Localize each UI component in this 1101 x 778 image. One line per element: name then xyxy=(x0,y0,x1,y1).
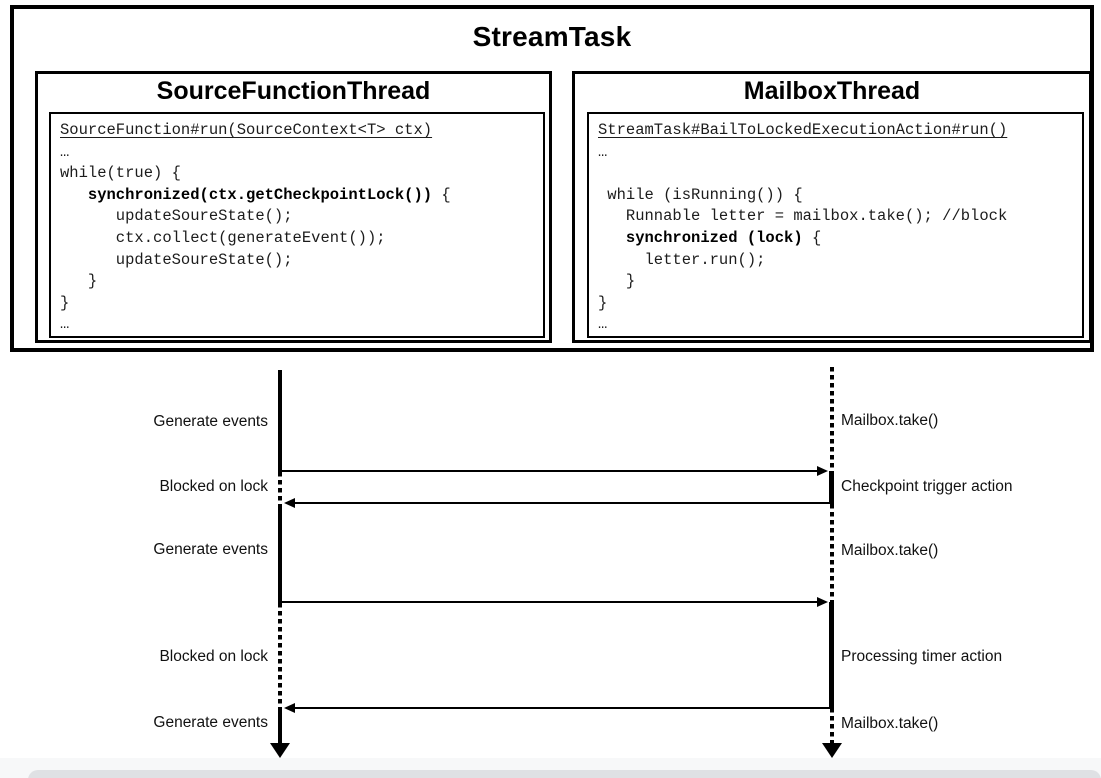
source-function-thread-title: SourceFunctionThread xyxy=(156,77,431,105)
code-line: … xyxy=(60,315,70,334)
source-lifeline-end-arrowhead xyxy=(269,743,290,758)
code-line: synchronized (lock) { xyxy=(625,228,822,247)
source-phase-label: Generate events xyxy=(153,413,268,430)
checkpoint-request-arrow-line xyxy=(282,470,819,472)
mailbox-lifeline-active-segment xyxy=(829,471,834,504)
stream-task-box: StreamTask SourceFunctionThread SourceFu… xyxy=(10,5,1094,352)
code-line: Runnable letter = mailbox.take(); //bloc… xyxy=(598,207,1008,226)
mailbox-lifeline-waiting-segment xyxy=(829,708,834,744)
checkpoint-request-arrowhead xyxy=(817,466,828,476)
mailbox-lifeline-waiting-segment xyxy=(829,367,834,471)
code-line: letter.run(); xyxy=(598,250,766,269)
source-function-thread-box: SourceFunctionThread SourceFunction#run(… xyxy=(35,71,552,343)
timer-request-arrow-line xyxy=(282,601,819,603)
mailbox-thread-title: MailboxThread xyxy=(743,77,921,105)
code-line: … xyxy=(598,315,608,334)
mailbox-phase-label: Mailbox.take() xyxy=(841,715,939,732)
mailbox-phase-label: Processing timer action xyxy=(841,648,1003,665)
lock-released-arrow-line xyxy=(294,707,830,709)
source-lifeline-blocked-segment xyxy=(277,603,282,708)
lock-released-arrowhead xyxy=(284,703,295,713)
source-phase-label: Blocked on lock xyxy=(159,648,268,665)
mailbox-lifeline-end-arrowhead xyxy=(821,743,842,758)
mailbox-phase-label: Checkpoint trigger action xyxy=(841,478,1013,495)
bottom-rounded-box xyxy=(28,770,1101,778)
mailbox-lifeline-active-segment xyxy=(829,602,834,708)
code-line: } xyxy=(598,272,636,291)
source-lifeline-solid-segment xyxy=(277,708,282,744)
stream-task-title: StreamTask xyxy=(472,21,632,52)
mailbox-lifeline-waiting-segment xyxy=(829,504,834,602)
source-lifeline-blocked-segment xyxy=(277,472,282,504)
code-line: synchronized(ctx.getCheckpointLock()) { xyxy=(87,185,451,204)
code-line: } xyxy=(598,293,608,312)
code-line: StreamTask#BailToLockedExecutionAction#r… xyxy=(598,121,1008,139)
code-line: updateSoureState(); xyxy=(60,250,293,269)
mailbox-phase-label: Mailbox.take() xyxy=(841,542,939,559)
code-line: } xyxy=(60,272,98,291)
sequence-diagram: Generate events Blocked on lock Generate… xyxy=(0,352,1101,758)
source-phase-label: Blocked on lock xyxy=(159,478,268,495)
mailbox-thread-box: MailboxThread StreamTask#BailToLockedExe… xyxy=(572,71,1092,343)
source-phase-label: Generate events xyxy=(153,714,268,731)
source-lifeline-solid-segment xyxy=(277,504,282,603)
mailbox-code-block: StreamTask#BailToLockedExecutionAction#r… xyxy=(587,112,1084,338)
code-line: } xyxy=(60,293,70,312)
timer-request-arrowhead xyxy=(817,597,828,607)
code-line: … xyxy=(598,142,608,161)
source-lifeline-solid-segment xyxy=(277,370,282,472)
code-line: SourceFunction#run(SourceContext<T> ctx) xyxy=(60,121,433,139)
lock-granted-arrowhead xyxy=(284,498,295,508)
code-line: updateSoureState(); xyxy=(60,207,293,226)
code-line: while (isRunning()) { xyxy=(598,185,803,204)
mailbox-phase-label: Mailbox.take() xyxy=(841,412,939,429)
code-line: … xyxy=(60,142,70,161)
code-line: while(true) { xyxy=(60,164,181,183)
lock-granted-arrow-line xyxy=(294,502,830,504)
code-line xyxy=(598,163,1082,185)
source-function-code-block: SourceFunction#run(SourceContext<T> ctx)… xyxy=(49,112,545,338)
source-phase-label: Generate events xyxy=(153,541,268,558)
code-line: ctx.collect(generateEvent()); xyxy=(60,228,386,247)
